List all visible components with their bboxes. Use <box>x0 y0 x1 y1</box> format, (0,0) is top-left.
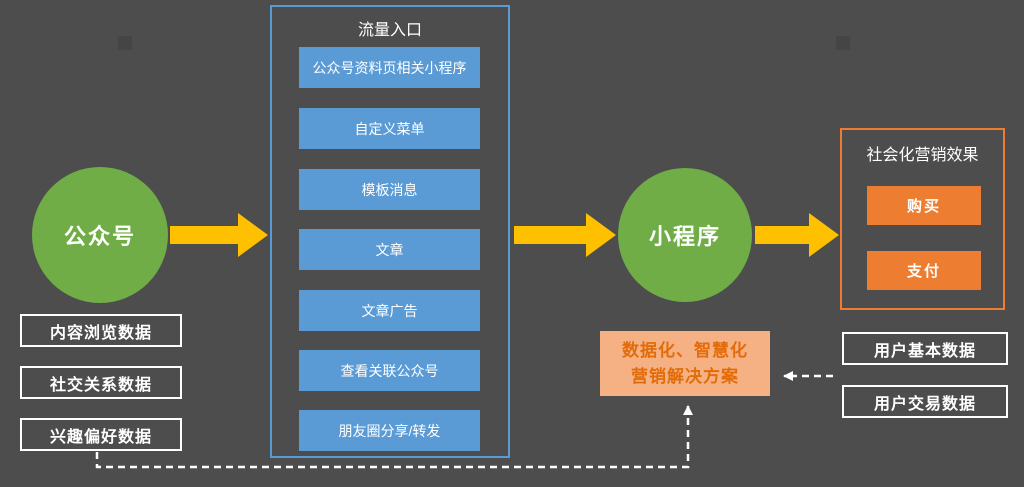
data-box-social-relation: 社交关系数据 <box>20 366 182 399</box>
entry-item-profile-miniprogram: 公众号资料页相关小程序 <box>299 47 480 88</box>
entry-item-moments-share: 朋友圈分享/转发 <box>299 410 480 451</box>
marketing-effect-container: 社会化营销效果 购买 支付 <box>840 128 1005 310</box>
flow-arrow-account-to-entrance <box>170 213 268 257</box>
decorative-square <box>836 36 850 50</box>
arrow-head-icon <box>238 213 268 257</box>
effect-action-purchase: 购买 <box>867 186 981 225</box>
data-box-label: 兴趣偏好数据 <box>49 428 152 446</box>
arrow-body <box>170 226 240 244</box>
solution-box: 数据化、智慧化 营销解决方案 <box>600 331 770 396</box>
traffic-entrance-container: 流量入口 公众号资料页相关小程序 自定义菜单 模板消息 文章 文章广告 查看关联… <box>270 5 510 458</box>
entry-item-template-message: 模板消息 <box>299 169 480 210</box>
flow-arrow-entrance-to-miniprogram <box>514 213 616 257</box>
data-box-user-transaction: 用户交易数据 <box>842 385 1008 418</box>
data-box-label: 用户交易数据 <box>873 395 976 413</box>
node-mini-program: 小程序 <box>618 168 752 302</box>
entry-item-custom-menu: 自定义菜单 <box>299 108 480 149</box>
arrow-head-icon <box>809 213 839 257</box>
data-box-label: 用户基本数据 <box>873 342 976 360</box>
marketing-effect-title: 社会化营销效果 <box>866 147 979 164</box>
data-box-user-basic: 用户基本数据 <box>842 332 1008 365</box>
effect-action-payment: 支付 <box>867 251 981 290</box>
entry-item-article-ad: 文章广告 <box>299 290 480 331</box>
solution-line-1: 数据化、智慧化 <box>622 340 748 360</box>
data-box-interest-preference: 兴趣偏好数据 <box>20 418 182 451</box>
data-box-label: 内容浏览数据 <box>49 324 152 342</box>
decorative-square <box>118 36 132 50</box>
solution-line-2: 营销解决方案 <box>631 366 739 386</box>
entry-item-related-accounts: 查看关联公众号 <box>299 350 480 391</box>
entry-item-article: 文章 <box>299 229 480 270</box>
traffic-entrance-title: 流量入口 <box>357 22 422 39</box>
data-box-label: 社交关系数据 <box>49 376 152 394</box>
node-official-account: 公众号 <box>32 167 168 303</box>
flow-arrow-miniprogram-to-effect <box>755 213 839 257</box>
arrow-body <box>514 226 588 244</box>
arrow-head-icon <box>586 213 616 257</box>
arrow-body <box>755 226 811 244</box>
node-official-account-label: 公众号 <box>63 224 136 249</box>
data-box-content-browsing: 内容浏览数据 <box>20 314 182 347</box>
node-mini-program-label: 小程序 <box>648 224 721 249</box>
